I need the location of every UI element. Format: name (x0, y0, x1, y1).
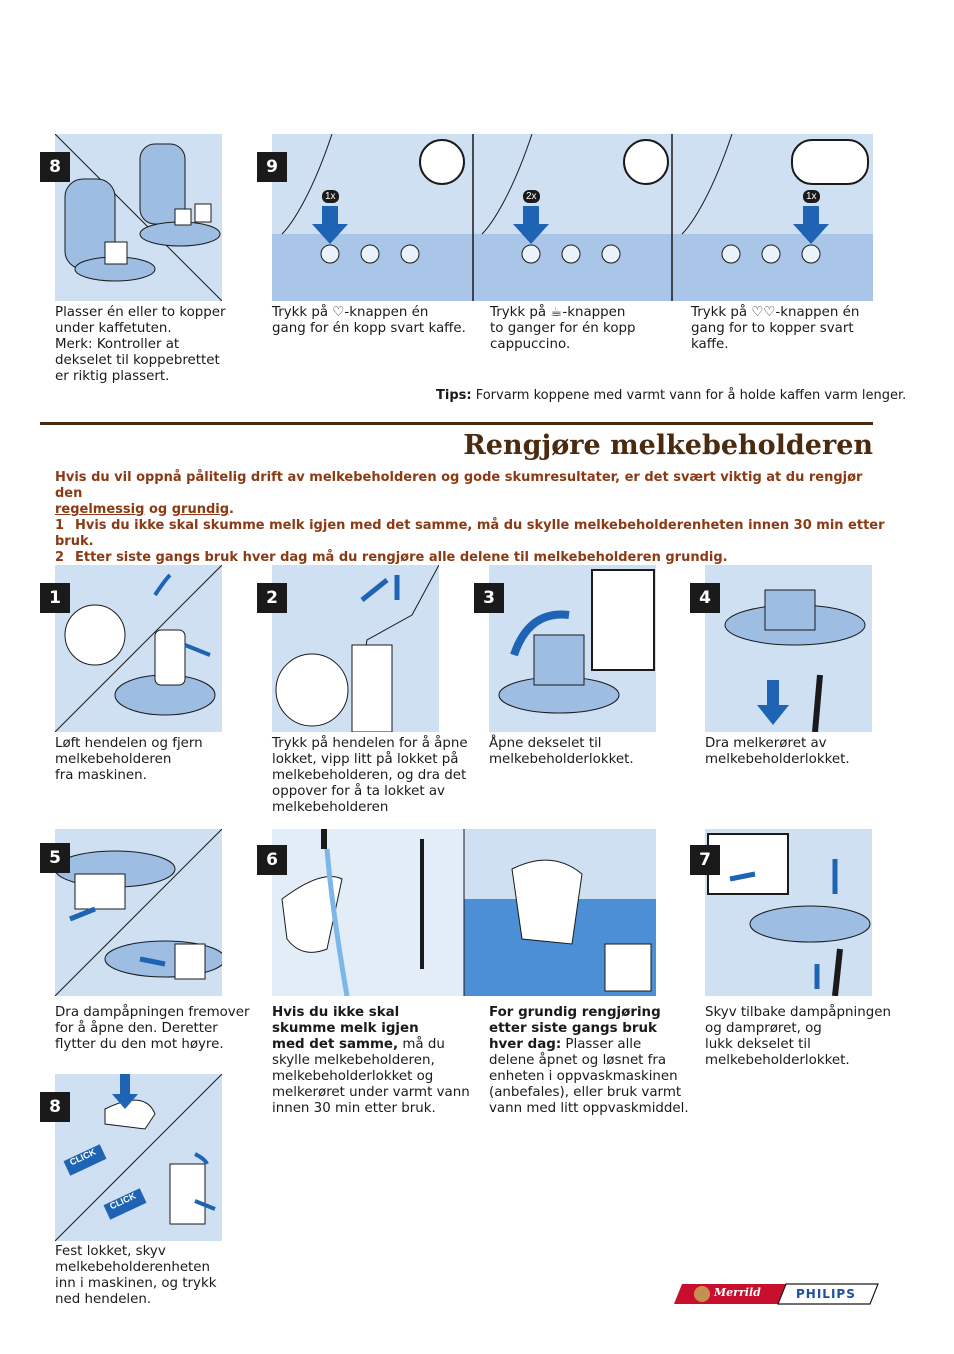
step-9-caption-1: Trykk på ♡-knappen én gang for én kopp s… (272, 305, 466, 336)
clean-step-6-illustration (272, 829, 656, 996)
clean-step-2-illustration (272, 565, 439, 732)
step-badge: 3 (474, 583, 504, 613)
clean-step-3-illustration (489, 565, 656, 732)
step-9-illustration: 1x 2x 1x (272, 134, 873, 301)
step-badge: 1 (40, 583, 70, 613)
clean-step-7-caption: Skyv tilbake dampåpningen og damprøret, … (705, 1005, 891, 1068)
step-badge: 4 (690, 583, 720, 613)
press-count-2: 2x (523, 190, 540, 203)
merrild-logo: Merrild (714, 1286, 761, 1299)
clean-step-4-caption: Dra melkerøret av melkebeholderlokket. (705, 736, 850, 767)
step-badge: 5 (40, 843, 70, 873)
clean-step-4-illustration (705, 565, 872, 732)
press-count-3: 1x (803, 190, 820, 203)
clean-step-7-illustration (705, 829, 872, 996)
clean-step-5-caption: Dra dampåpningen fremover for å åpne den… (55, 1005, 250, 1052)
clean-step-6-caption-thorough: For grundig rengjøring etter siste gangs… (489, 1005, 689, 1116)
step-badge: 7 (690, 845, 720, 875)
clean-step-8-illustration: CLICK CLICK (55, 1074, 222, 1241)
coffee-machine-illustration (55, 134, 222, 301)
clean-step-3-caption: Åpne dekselet til melkebeholderlokket. (489, 736, 634, 767)
control-panel-illustration (272, 134, 873, 301)
tips-note: Tips: Forvarm koppene med varmt vann for… (436, 388, 907, 403)
press-count-1: 1x (322, 190, 339, 203)
step-9-caption-2: Trykk på ☕-knappen to ganger for én kopp… (490, 305, 636, 352)
step-8-top-illustration (55, 134, 222, 301)
section-divider (40, 422, 873, 425)
philips-logo: PHILIPS (796, 1287, 856, 1301)
step-badge: 6 (257, 845, 287, 875)
step-8-caption: Plasser én eller to kopper under kaffetu… (55, 305, 226, 384)
step-badge: 8 (40, 1092, 70, 1122)
clean-step-8-caption: Fest lokket, skyv melkebeholderenheten i… (55, 1244, 217, 1307)
clean-step-1-illustration (55, 565, 222, 732)
clean-step-5-illustration (55, 829, 222, 996)
section-intro: Hvis du vil oppnå pålitelig drift av mel… (55, 470, 885, 565)
step-9-caption-3: Trykk på ♡♡-knappen én gang for to koppe… (691, 305, 860, 352)
step-badge: 2 (257, 583, 287, 613)
step-badge: 9 (257, 152, 287, 182)
clean-step-1-caption: Løft hendelen og fjern melkebeholderen f… (55, 736, 203, 783)
brand-logos: Merrild PHILIPS (674, 1282, 879, 1306)
clean-step-6-caption-rinse: Hvis du ikke skal skumme melk igjen med … (272, 1005, 470, 1116)
clean-step-2-caption: Trykk på hendelen for å åpne lokket, vip… (272, 736, 468, 815)
step-badge: 8 (40, 152, 70, 182)
section-title: Rengjøre melkebeholderen (463, 430, 873, 461)
